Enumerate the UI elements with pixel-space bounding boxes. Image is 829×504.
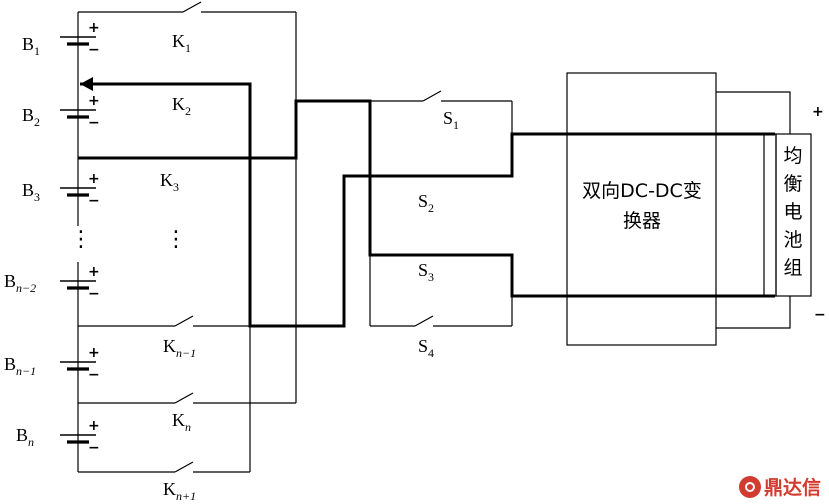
output-plus-sign: +: [812, 104, 824, 120]
pack-label-char-4: 池: [783, 229, 802, 251]
battery-label-b1: B1: [22, 34, 40, 58]
watermark-logo-icon: [738, 475, 761, 498]
switch-label-kn: Kn: [172, 410, 191, 434]
plus-sign: +: [88, 264, 100, 280]
battery-label-bn: Bn: [16, 425, 34, 449]
pack-label-char-1: 均: [783, 145, 802, 167]
plus-sign: +: [88, 345, 100, 361]
plus-sign: +: [88, 418, 100, 434]
switch-label-kn+1: Kn+1: [163, 479, 196, 503]
watermark: 鼎达信: [738, 473, 821, 500]
k-switch-labels: K1 K2 K3 Kn−1 Kn Kn+1: [160, 31, 196, 503]
battery-polarity-signs: + − + − + − + − + − + −: [88, 20, 100, 456]
plus-sign: +: [88, 171, 100, 187]
battery-b2: [60, 109, 96, 119]
minus-sign: −: [88, 193, 100, 209]
converter-output-wiring: [716, 91, 791, 329]
ellipsis-left: ⋮: [70, 227, 92, 252]
battery-bn-2: [60, 280, 96, 290]
ellipsis-marks: ⋮ ⋮: [70, 227, 187, 252]
s-switch-labels: S1 S2 S3 S4: [418, 108, 459, 360]
battery-labels: B1 B2 B3 Bn−2 Bn−1 Bn: [4, 34, 40, 449]
switch-label-k3: K3: [160, 170, 179, 194]
minus-sign: −: [88, 367, 100, 383]
k-switch-wiring: [78, 1, 297, 473]
dc-dc-converter: 双向DC-DC变 换器: [566, 72, 717, 346]
battery-label-b2: B2: [22, 105, 40, 129]
switch-label-s3: S3: [418, 260, 434, 284]
switch-label-kn-1: Kn−1: [163, 336, 196, 360]
watermark-text: 鼎达信: [763, 477, 821, 499]
minus-sign: −: [88, 440, 100, 456]
battery-bn: [60, 434, 96, 444]
ellipsis-middle: ⋮: [165, 227, 187, 252]
switch-label-k2: K2: [172, 94, 191, 118]
pack-label-char-3: 电: [783, 201, 802, 223]
converter-label-line1: 双向DC-DC变: [582, 180, 702, 202]
switch-label-s1: S1: [443, 108, 459, 132]
minus-sign: −: [88, 115, 100, 131]
battery-b1: [60, 36, 96, 46]
pack-label-char-5: 组: [783, 257, 802, 279]
active-current-path: [78, 77, 775, 328]
balance-battery-pack: 均 衡 电 池 组: [763, 133, 812, 297]
battery-bn-1: [60, 361, 96, 371]
converter-label-line2: 换器: [623, 210, 661, 232]
battery-b3: [60, 187, 96, 197]
minus-sign: −: [88, 286, 100, 302]
battery-label-b3: B3: [22, 180, 40, 204]
minus-sign: −: [88, 42, 100, 58]
plus-sign: +: [88, 93, 100, 109]
s-switch-wiring: [369, 90, 513, 327]
output-minus-sign: −: [814, 307, 826, 323]
battery-label-bn-1: Bn−1: [4, 354, 36, 378]
switch-label-s4: S4: [418, 336, 434, 360]
pack-label-char-2: 衡: [783, 173, 802, 195]
plus-sign: +: [88, 20, 100, 36]
battery-label-bn-2: Bn−2: [4, 271, 36, 295]
switch-label-k1: K1: [172, 31, 191, 55]
switch-label-s2: S2: [418, 191, 434, 215]
current-arrow-icon: [80, 77, 93, 91]
